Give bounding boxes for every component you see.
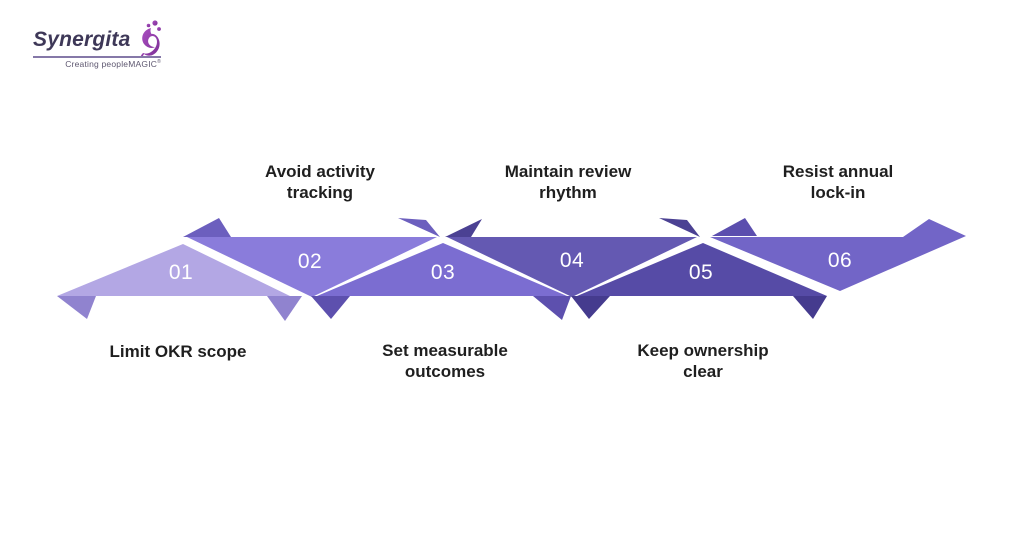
step-03-label: Set measurable outcomes	[382, 341, 508, 381]
step-04-arrow	[445, 218, 700, 297]
step-04-number: 04	[559, 249, 585, 272]
step-06-left-barb	[712, 218, 757, 236]
step-02-left-barb	[183, 218, 231, 237]
registered-mark: ®	[157, 59, 161, 66]
step-02-right-barb	[398, 218, 440, 237]
step-02-body	[187, 237, 437, 297]
step-04-label: Maintain review rhythm	[504, 162, 632, 202]
step-05-body	[577, 243, 827, 296]
step-02-label: Avoid activity tracking	[265, 162, 375, 202]
step-01-right-barb	[267, 296, 302, 321]
step-01-arrow	[57, 244, 302, 321]
logo-divider	[33, 56, 161, 58]
brand-name: Synergita	[33, 28, 131, 51]
step-05-label: Keep ownership clear	[637, 341, 769, 381]
step-02-number: 02	[297, 250, 323, 273]
step-05-left-barb	[571, 296, 610, 319]
step-02-arrow	[183, 218, 440, 297]
step-03-number: 03	[430, 261, 456, 284]
step-06-body	[710, 219, 966, 291]
step-05-arrow	[571, 243, 827, 319]
step-01-body	[57, 244, 290, 296]
step-01-number: 01	[168, 261, 194, 284]
step-01-tip-fold	[57, 296, 96, 319]
step-04-left-barb	[445, 219, 482, 237]
brand-tagline: Creating peopleMAGIC®	[65, 59, 161, 69]
step-06-label: Resist annual lock-in	[782, 162, 894, 202]
step-03-body	[317, 243, 567, 296]
step-03-right-barb	[533, 296, 571, 320]
step-06-number: 06	[827, 249, 853, 272]
step-04-right-barb	[659, 218, 700, 237]
step-01-label: Limit OKR scope	[109, 342, 247, 361]
step-05-right-barb	[793, 296, 827, 319]
step-05-number: 05	[688, 261, 714, 284]
step-03-left-barb	[311, 296, 350, 319]
step-03-arrow	[311, 243, 571, 320]
step-06-arrow	[710, 218, 966, 291]
step-04-body	[447, 237, 697, 297]
